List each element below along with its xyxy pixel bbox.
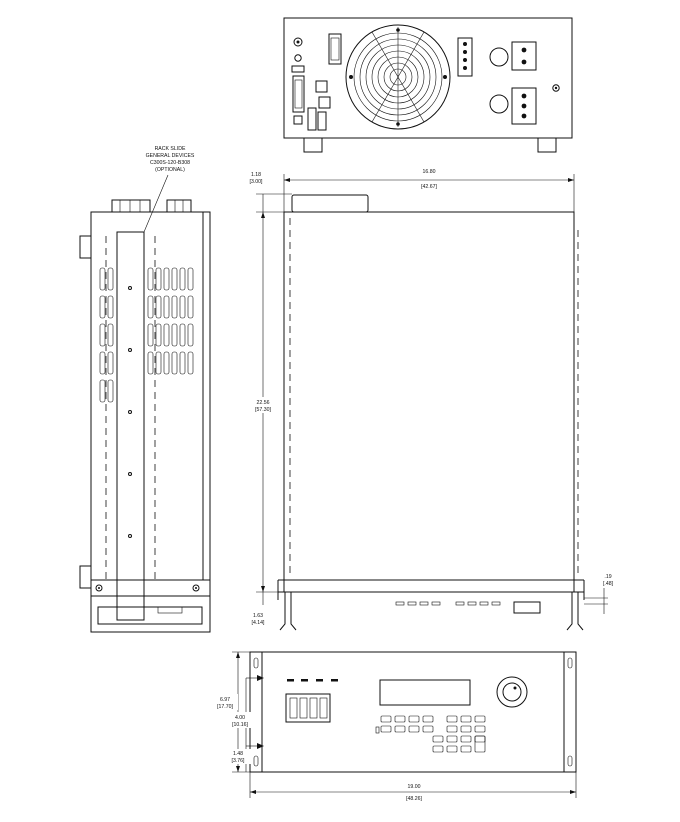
top-foot-left [279,592,297,631]
dim-base-mm: [3.76] [232,758,246,764]
dim-flange-in: .19 [604,574,611,580]
rear-jack [293,37,303,47]
dim-depth-in: 16.80 [423,169,436,175]
callout-line-1: RACK SLIDE [155,146,186,152]
rear-foot-right [537,138,557,153]
dim-top-in: 1.18 [251,172,261,178]
dim-foot-mm: [4.14] [252,620,266,626]
top-view: 16.80 [42.67] 1.18 [3.00] 22.56 [57.30] [245,169,614,631]
dim-height-in: 6.97 [220,697,230,703]
dim-foot-in: 1.63 [253,613,263,619]
output-terminal-upper [511,41,537,71]
front-view: 6.97 [17.70] 4.00 [10.16] 1.48 [3.76] 19… [212,651,577,802]
dim-mount-mm: [10.16] [232,722,248,728]
terminal-block [457,37,473,77]
side-handle-bottom [79,565,92,589]
side-handle-top [79,235,92,259]
callout-line-3: C300S-120-B308 [150,160,190,166]
dim-width-in: 19.00 [408,784,421,790]
dim-depth-mm: [42.67] [421,184,437,190]
db-connector [328,33,342,65]
front-terminal-block [285,693,331,723]
dim-length-in: 22.56 [257,400,270,406]
dim-mount-in: 4.00 [235,715,245,721]
front-keypad [375,715,486,753]
dim-width-mm: [48.26] [406,796,422,802]
front-encoder-knob [496,676,528,708]
rear-foot-left [303,138,323,153]
output-knob-lower [489,94,509,114]
top-front-knob [513,601,541,614]
front-rack-ear-right [563,651,577,773]
dim-length-mm: [57.30] [255,407,271,413]
callout-leader [143,174,169,233]
callout-line-4: (OPTIONAL) [155,167,185,173]
front-panel-outline [249,651,577,773]
output-terminal-lower [511,87,537,125]
side-vents [99,267,194,403]
top-foot-right [566,592,584,631]
ground-stud [552,84,560,92]
rack-slide [116,231,145,621]
dim-height-mm: [17.70] [217,704,233,710]
rear-view [283,17,573,153]
side-body-outline [90,211,211,633]
dim-top-mm: [3.00] [250,179,264,185]
front-display [379,679,471,706]
gpib-connector [292,75,305,113]
side-front-bezel [97,606,203,625]
dim-base-in: 1.48 [233,751,243,757]
side-view: RACK SLIDE GENERAL DEVICES C300S-120-B30… [79,146,211,633]
top-protrusion [291,194,369,213]
top-body-outline [283,211,575,593]
rear-panel-outline [283,17,573,139]
top-front-controls [395,601,501,606]
dim-flange-mm: [.48] [603,581,614,587]
fan-guard [345,24,451,130]
output-knob-upper [489,47,509,67]
callout-line-2: GENERAL DEVICES [146,153,195,159]
